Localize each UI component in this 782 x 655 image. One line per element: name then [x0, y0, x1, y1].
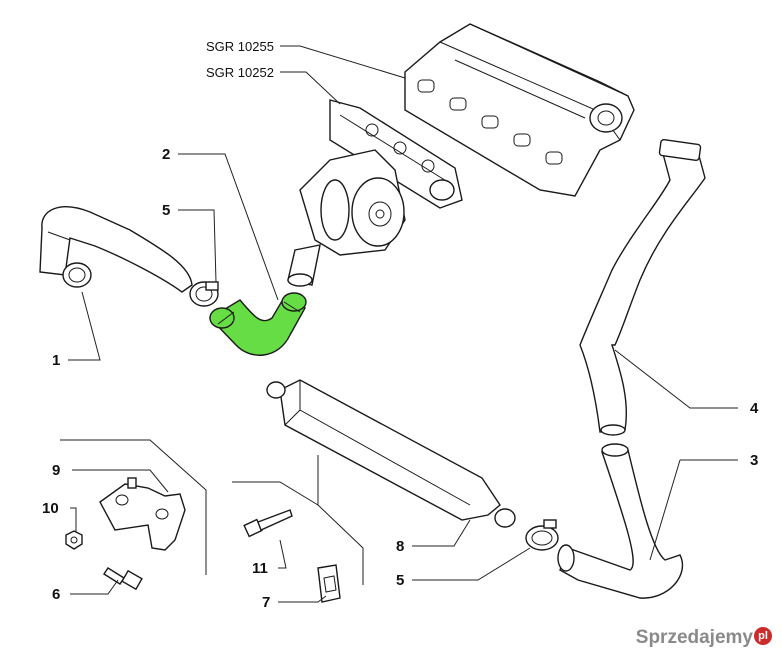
callout-3: 3: [750, 452, 758, 469]
upper-hose-clamp: [189, 281, 219, 307]
ref-sgr-10252: SGR 10252: [206, 65, 274, 80]
turbo-outlet-hose-highlighted: [208, 292, 307, 356]
bolt-11: [243, 509, 293, 538]
long-intake-pipe: [579, 138, 706, 436]
callout-1: 1: [52, 352, 60, 369]
callout-5-lower: 5: [396, 572, 404, 589]
callout-9: 9: [52, 462, 60, 479]
callout-6: 6: [52, 586, 60, 603]
callout-8: 8: [396, 538, 404, 555]
watermark-badge: pl: [754, 627, 772, 645]
intake-manifold: [404, 23, 635, 197]
exhaust-manifold: [329, 99, 463, 209]
bolt-6: [103, 567, 143, 591]
ref-sgr-10255: SGR 10255: [206, 39, 274, 54]
watermark-text: Sprzedajemy: [635, 627, 753, 648]
leader-lines: [60, 45, 738, 603]
turbocharger: [287, 149, 406, 287]
callout-2: 2: [162, 146, 170, 163]
callout-7: 7: [262, 594, 270, 611]
callout-10: 10: [42, 500, 59, 517]
callout-11: 11: [252, 560, 268, 577]
callout-5-upper: 5: [162, 202, 170, 219]
lower-intake-hose: [557, 443, 684, 599]
inlet-hose: [39, 206, 193, 293]
callout-4: 4: [750, 400, 759, 417]
intercooler: [266, 379, 516, 528]
retaining-clip: [317, 564, 341, 603]
lower-hose-clamp: [525, 519, 559, 551]
mounting-bracket: [99, 477, 186, 551]
hex-nut: [65, 530, 83, 550]
